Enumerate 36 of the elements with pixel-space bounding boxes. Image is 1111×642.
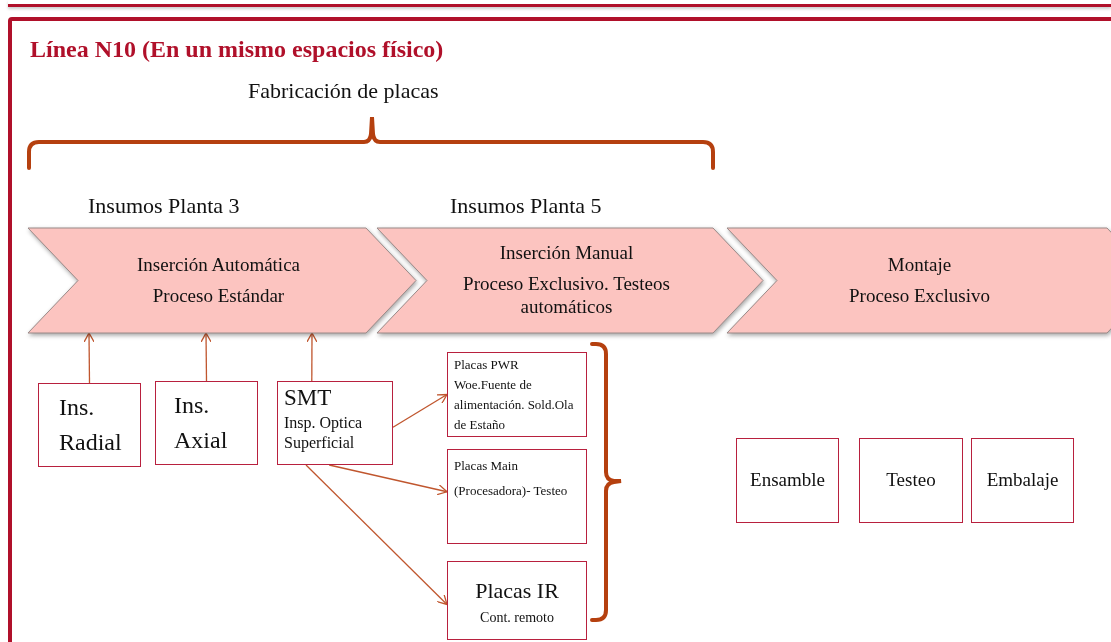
box-label: Testeo bbox=[885, 469, 937, 492]
box-sublabel: Insp. Optica Superficial bbox=[284, 412, 364, 453]
arrow bbox=[200, 332, 212, 382]
heading-label: Insumos Planta 3 bbox=[88, 193, 240, 219]
arrow bbox=[392, 393, 448, 428]
process-box bbox=[859, 438, 963, 523]
box-label: Ensamble bbox=[749, 469, 826, 492]
arrow bbox=[306, 332, 318, 382]
arrow bbox=[83, 332, 95, 384]
stage-description: Proceso Exclusivo bbox=[849, 284, 990, 308]
process-box bbox=[447, 352, 587, 437]
box-label: Placas PWR Woe.Fuente de alimentación. Sold.Ola de Estaño bbox=[454, 356, 575, 435]
arrow bbox=[328, 464, 448, 496]
stage-description: Proceso Exclusivo. Testeos automáticos bbox=[462, 273, 671, 319]
process-box bbox=[38, 383, 141, 467]
box-label: Placas IR bbox=[474, 576, 560, 605]
arrow bbox=[305, 464, 448, 606]
stage-title: Inserción Automática bbox=[137, 253, 300, 277]
heading-label: Fabricación de placas bbox=[248, 78, 439, 104]
stage-description: Proceso Estándar bbox=[152, 284, 285, 308]
heading-label: Insumos Planta 5 bbox=[450, 193, 602, 219]
stage-title: Montaje bbox=[887, 253, 952, 277]
stage-title: Inserción Manual bbox=[499, 242, 634, 266]
box-label: Placas Main (Procesadora)- Testeo bbox=[454, 457, 569, 500]
process-box bbox=[447, 561, 587, 640]
box-label: SMT bbox=[284, 384, 333, 412]
process-box bbox=[155, 381, 258, 465]
box-label: Ins. Axial bbox=[174, 391, 229, 455]
process-box bbox=[447, 449, 587, 544]
box-label: Ins. Radial bbox=[59, 393, 123, 457]
diagram-title: Línea N10 (En un mismo espacios físico) bbox=[30, 36, 444, 63]
box-label: Embalaje bbox=[985, 469, 1060, 492]
process-box bbox=[736, 438, 839, 523]
process-box bbox=[971, 438, 1074, 523]
process-box bbox=[277, 381, 393, 465]
box-sublabel: Cont. remoto bbox=[479, 608, 555, 627]
